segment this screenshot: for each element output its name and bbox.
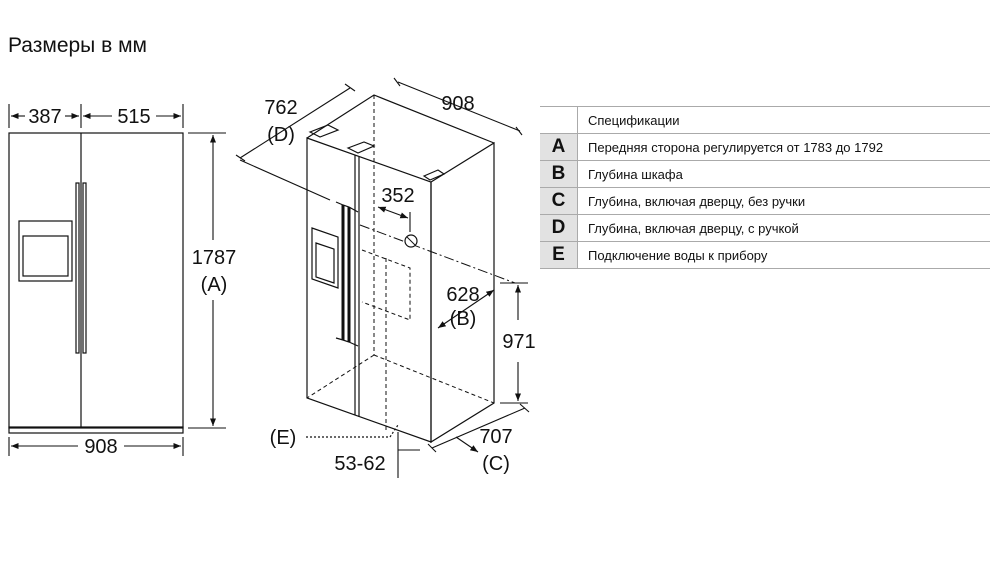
iso-view-fridge: [306, 94, 495, 444]
spec-text: Глубина, включая дверцу, без ручки: [577, 187, 990, 215]
dim-cabinet-depth: 628: [446, 284, 479, 306]
water-height-reference: [359, 224, 516, 284]
iso-dimension-lines: [235, 77, 530, 478]
left-door-handle: [75, 182, 80, 354]
spec-table: Спецификации A Передняя сторона регулиру…: [540, 106, 990, 269]
iso-water-dispenser: [311, 227, 339, 289]
top-hinge-right: [422, 169, 446, 181]
dim-depth-door: 707: [479, 426, 512, 448]
dim-depth-door-handle-code: (D): [267, 124, 295, 146]
dim-depth-door-code: (C): [482, 453, 510, 475]
dim-cabinet-depth-code: (B): [450, 308, 477, 330]
spec-row: C Глубина, включая дверцу, без ручки: [540, 187, 990, 215]
dim-height: 1787: [192, 247, 237, 269]
spec-text: Подключение воды к прибору: [577, 241, 990, 269]
spec-code: A: [540, 133, 578, 161]
dim-gap: 53-62: [334, 453, 385, 475]
spec-text: Передняя сторона регулируется от 1783 до…: [577, 133, 990, 161]
right-door-handle: [82, 182, 87, 354]
spec-row: A Передняя сторона регулируется от 1783 …: [540, 133, 990, 161]
spec-header-row: Спецификации: [540, 106, 990, 134]
top-hinge-left: [308, 124, 340, 138]
spec-row: D Глубина, включая дверцу, с ручкой: [540, 214, 990, 242]
spec-row: B Глубина шкафа: [540, 160, 990, 188]
spec-code: C: [540, 187, 578, 215]
dispenser-inner: [22, 235, 69, 277]
spec-code: E: [540, 241, 578, 269]
spec-text: Глубина, включая дверцу, с ручкой: [577, 214, 990, 242]
spec-row: E Подключение воды к прибору: [540, 241, 990, 269]
dim-water-height: 971: [502, 331, 535, 353]
water-dispenser: [18, 220, 73, 282]
water-leader-line: [306, 424, 399, 438]
spec-text: Глубина шкафа: [577, 160, 990, 188]
dim-total-width-front: 908: [84, 436, 117, 458]
spec-code: D: [540, 214, 578, 242]
fridge-front-body: [8, 132, 184, 429]
dim-depth-door-handle: 762: [264, 97, 297, 119]
water-connection-code: (E): [270, 427, 297, 449]
spec-header: Спецификации: [577, 106, 990, 134]
fridge-front-face: [306, 137, 432, 443]
front-dimension-lines: [8, 104, 226, 456]
dim-width-iso: 908: [441, 93, 474, 115]
page-title: Размеры в мм: [8, 34, 147, 57]
front-view-fridge: [8, 132, 184, 434]
dim-left-width: 387: [28, 106, 61, 128]
dim-right-width: 515: [117, 106, 150, 128]
front-base: [8, 426, 184, 434]
spec-code: B: [540, 160, 578, 188]
top-hinge-mid: [346, 141, 376, 154]
dim-height-code: (A): [201, 274, 228, 296]
iso-hidden-lines: [306, 95, 495, 430]
dim-water-offset: 352: [381, 185, 414, 207]
